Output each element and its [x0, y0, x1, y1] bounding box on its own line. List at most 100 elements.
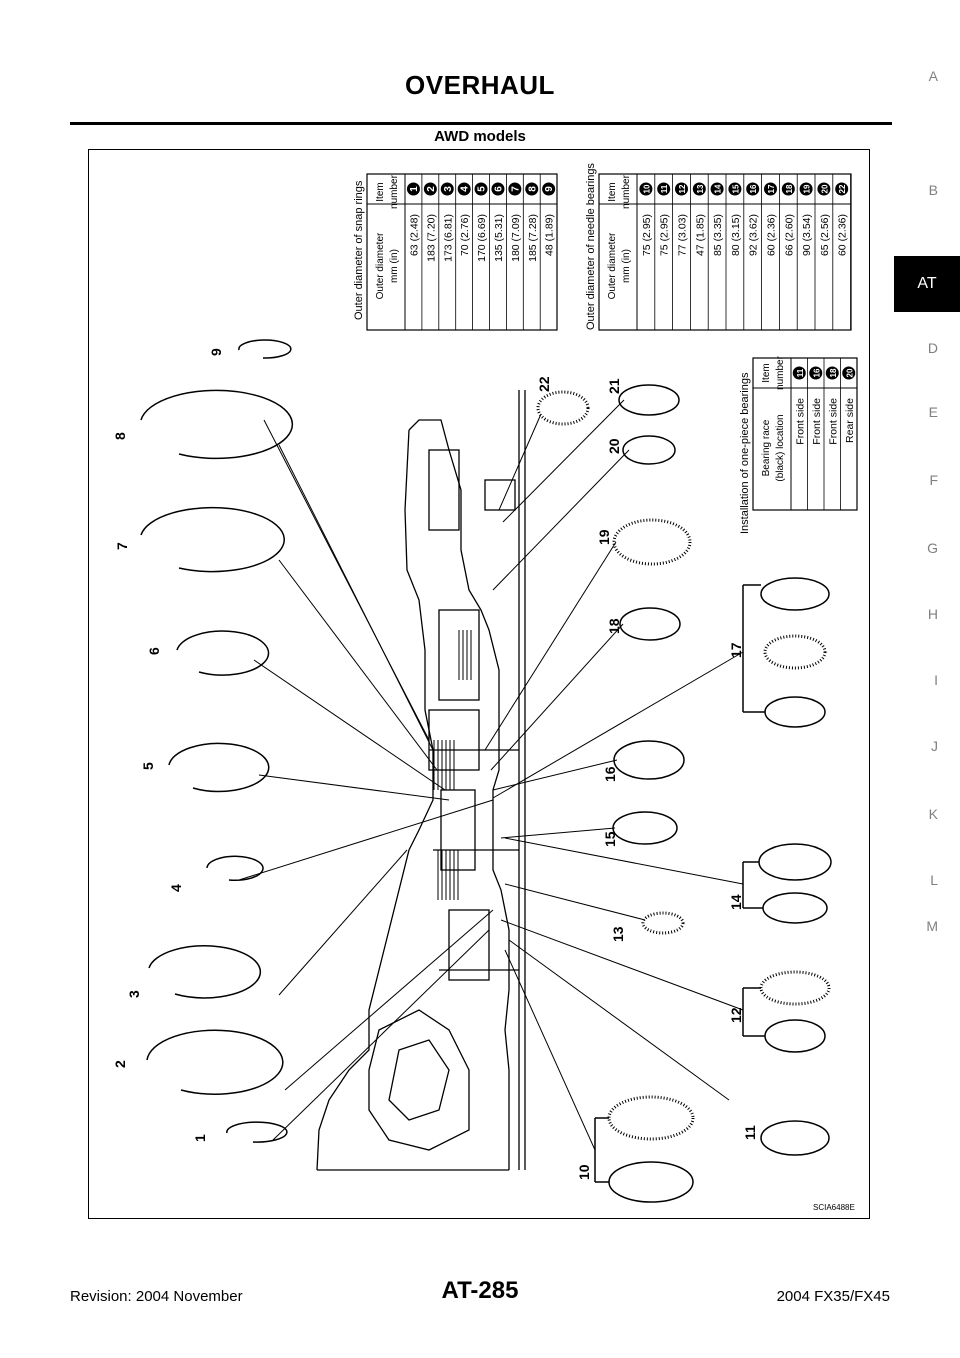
callout-4: 4	[168, 884, 184, 892]
item-number-badge	[474, 182, 488, 196]
item-number-badge	[525, 182, 539, 196]
item-value: 92 (3.62)	[748, 214, 760, 256]
item-value: 48 (1.89)	[544, 214, 556, 256]
leader-lines	[238, 399, 744, 1151]
side-index-b[interactable]: B	[928, 182, 938, 198]
item-value: 77 (3.03)	[677, 214, 689, 256]
side-index-m[interactable]: M	[926, 918, 938, 934]
item-number-badge	[423, 182, 437, 196]
needle-bearing-col-value-1: Outer diameter	[607, 232, 618, 299]
figure-frame: 9 8 7 6 5 4 3 2 1 22 21 20 19 18 17 16 1…	[88, 149, 870, 1219]
item-number-badge	[842, 366, 856, 380]
callout-7: 7	[114, 542, 130, 550]
item-number-badge	[799, 182, 813, 196]
item-number-badge	[491, 182, 505, 196]
callout-12: 12	[728, 1007, 744, 1023]
item-number-badge	[728, 182, 742, 196]
side-index-i[interactable]: I	[934, 672, 938, 688]
item-number: 4	[460, 186, 471, 192]
figure-code: SCIA6488E	[813, 1203, 855, 1212]
side-index-a[interactable]: A	[928, 68, 938, 84]
item-value: 80 (3.15)	[730, 214, 742, 256]
item-number-badge	[781, 182, 795, 196]
item-value: 85 (3.35)	[712, 214, 724, 256]
item-number-badge	[675, 182, 688, 196]
transmission-cross-section	[316, 390, 526, 1171]
snap-ring-table: Outer diameter of snap rings Item number…	[353, 173, 558, 331]
side-index-d[interactable]: D	[927, 340, 938, 356]
item-number: 8	[527, 186, 538, 192]
side-index-g[interactable]: G	[927, 540, 938, 556]
needle-bearing-col-value-2: mm (in)	[621, 249, 632, 283]
item-number: 20	[820, 184, 829, 193]
footer-page-number: AT-285	[441, 1277, 519, 1304]
item-number: 16	[749, 184, 758, 193]
callout-15: 15	[602, 831, 618, 847]
item-number: 14	[714, 184, 723, 193]
snap-ring-col-value-2: mm (in)	[389, 249, 400, 283]
snap-ring-col-value-1: Outer diameter	[375, 232, 386, 299]
item-number-badge	[835, 182, 849, 196]
item-value: 183 (7.20)	[425, 214, 437, 262]
side-index-k[interactable]: K	[928, 806, 938, 822]
callout-numbers: 9 8 7 6 5 4 3 2 1 22 21 20 19 18 17 16 1…	[112, 348, 758, 1180]
callout-19: 19	[596, 529, 612, 545]
side-index-l[interactable]: L	[930, 872, 938, 888]
callout-14: 14	[728, 894, 744, 910]
side-index-active-tab[interactable]: AT	[894, 256, 960, 312]
snap-ring-table-title: Outer diameter of snap rings	[353, 180, 365, 320]
one-piece-col-item-2: number	[775, 355, 786, 390]
footer-revision: Revision: 2004 November	[70, 1288, 243, 1305]
item-value: 60 (2.36)	[766, 214, 778, 256]
item-number: 15	[731, 184, 740, 193]
side-index-h[interactable]: H	[927, 606, 938, 622]
item-number-badge	[457, 182, 471, 196]
item-number-badge	[406, 182, 420, 196]
item-number-badge	[809, 366, 823, 380]
clutch-packs	[433, 630, 472, 900]
item-number: 2	[426, 186, 437, 192]
item-number-badge	[817, 182, 831, 196]
item-number-badge	[825, 366, 839, 380]
item-number-badge	[792, 366, 806, 380]
header-rule	[70, 122, 892, 125]
one-piece-col-value-2: (black) location	[775, 414, 786, 481]
side-index-e[interactable]: E	[928, 404, 938, 420]
item-value: 63 (2.48)	[408, 214, 420, 256]
side-index-j[interactable]: J	[931, 738, 938, 754]
item-value: 66 (2.60)	[783, 214, 795, 256]
item-number-badge	[692, 182, 706, 196]
item-value: 180 (7.09)	[510, 214, 522, 262]
snap-ring-col-item-1: Item	[375, 182, 386, 201]
item-number-badge	[657, 182, 671, 196]
item-number: 17	[767, 184, 776, 193]
one-piece-col-item-1: Item	[761, 363, 772, 382]
item-number: 18	[785, 184, 794, 193]
item-number-badge	[440, 182, 454, 196]
item-number: 9	[544, 186, 555, 192]
item-value: 70 (2.76)	[459, 214, 471, 256]
side-index-f[interactable]: F	[929, 472, 938, 488]
item-value: 135 (5.31)	[493, 214, 505, 262]
page-header-title: OVERHAUL	[405, 70, 555, 100]
one-piece-bearing-table: Installation of one-piece bearings Item …	[739, 355, 858, 534]
snap-ring-col-item-2: number	[389, 174, 400, 209]
callout-10: 10	[576, 1164, 592, 1180]
callout-21: 21	[606, 378, 622, 394]
needle-bearing-col-item-2: number	[621, 174, 632, 209]
item-value: 75 (2.95)	[659, 214, 671, 256]
item-number: 5	[477, 186, 488, 192]
needle-bearing-col-item-1: Item	[607, 182, 618, 201]
item-number: 10	[642, 184, 651, 193]
item-value: 47 (1.85)	[694, 214, 706, 256]
item-number-badge	[639, 182, 653, 196]
item-number: 11	[796, 368, 805, 377]
callout-3: 3	[126, 990, 142, 998]
item-value: 173 (6.81)	[442, 214, 454, 262]
item-number-badge	[764, 182, 777, 196]
callout-2: 2	[112, 1060, 128, 1068]
figure-svg: 9 8 7 6 5 4 3 2 1 22 21 20 19 18 17 16 1…	[112, 163, 858, 1212]
callout-5: 5	[140, 762, 156, 770]
callout-13: 13	[610, 926, 626, 942]
one-piece-col-value-1: Bearing race	[761, 419, 772, 476]
